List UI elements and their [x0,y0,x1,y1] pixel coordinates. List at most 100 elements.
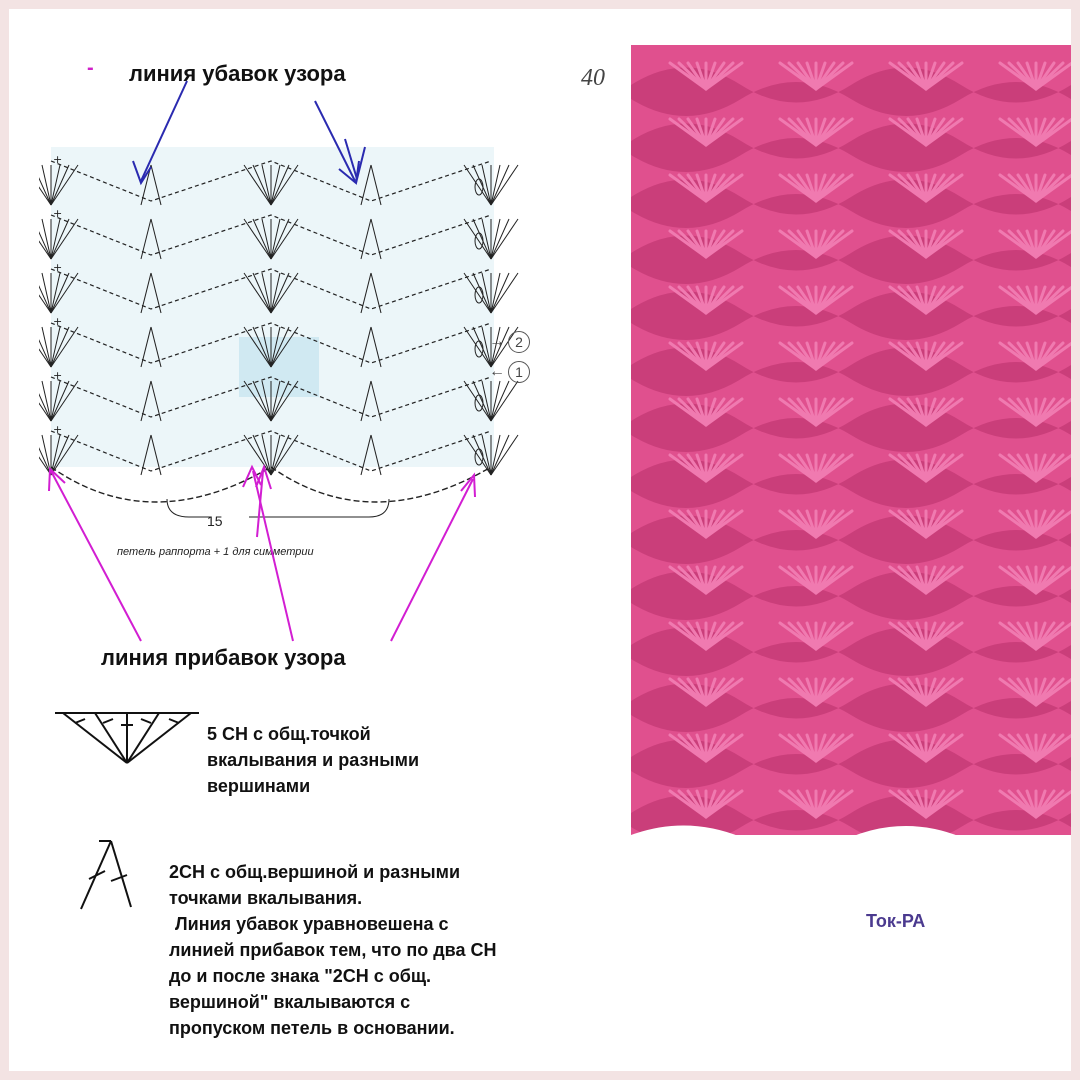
chart-fan-stitch [261,164,272,206]
chart-fan-stitch [39,393,52,422]
chart-fan-stitch [50,434,79,476]
swatch-wave-shadow [631,67,1071,116]
row-arrow-right-icon: → [489,333,505,350]
chart-fan-stitch [270,326,290,368]
chart-fan-stitch [463,434,492,476]
chart-fan-stitch [50,326,79,368]
chart-fan-stitch [252,218,272,260]
increase-arrows [48,464,476,642]
swatch-fan-strand [814,285,854,315]
chart-fan-stitch [472,380,492,422]
chart-fan-stitch [472,272,492,314]
chart-row-start: + [53,369,62,382]
row-number-circle: 1 [508,361,530,383]
swatch-fan-strand [704,173,744,203]
chart-fan-stitch [270,326,281,368]
swatch-fan-strand [704,229,744,259]
chart-fan-stitch [490,434,510,476]
swatch-fan-strand [704,285,744,315]
swatch-fan-strand [814,397,854,427]
fan-stitch-symbol-icon [55,712,199,764]
chart-fan-stitch [261,380,272,422]
swatch-fan-strand [1034,677,1071,707]
marker-dash: - [87,57,94,79]
swatch-fan-strand [1034,285,1071,315]
chart-row-line [50,322,492,364]
crochet-swatch-photo [631,45,1071,853]
swatch-wave-shadow [631,459,1071,508]
swatch-fan-strand [704,341,744,371]
chart-fan-stitch [490,218,519,260]
legend-line: вершиной" вкалываются с [169,992,411,1012]
chart-fan-stitch [472,326,492,368]
chart-chain [474,340,484,358]
swatch-fan-strand [924,341,964,371]
chart-fan-stitch [39,339,52,368]
swatch-fan-strand [704,789,744,819]
swatch-fan-strand [814,341,854,371]
swatch-fan-strand [924,229,964,259]
chart-cluster-stitch [140,326,152,368]
chart-fan-stitch [252,164,272,206]
chart-fan-stitch [50,326,70,368]
swatch-fan-strand [1034,733,1071,763]
chart-fan-stitch [463,326,492,368]
chart-fan-stitch [39,348,52,368]
swatch-fan-strand [1034,509,1071,539]
swatch-fan-strand [924,789,964,819]
chart-cluster-stitch [370,272,382,314]
chart-fan-stitch [243,380,272,422]
swatch-wave-shadow [631,179,1071,228]
chart-fan-stitch [490,218,510,260]
chart-fan-stitch [472,218,492,260]
chart-fan-stitch [243,218,272,260]
chart-fan-stitch [490,218,501,260]
chart-fan-stitch [41,218,52,260]
chart-fan-stitch [243,326,272,368]
chart-fan-stitch [243,434,272,476]
chart-row-line [50,430,492,472]
chart-cluster-stitch [150,218,162,260]
swatch-bottom-edge [631,825,1071,853]
chart-fan-stitch [270,164,290,206]
chart-cluster-stitch [370,380,382,422]
legend-line: точками вкалывания. [169,888,363,908]
swatch-fan-strand [704,509,744,539]
pattern-page: - линия убавок узора 40 ++++++ → 2 ← 1 1… [9,9,1071,1071]
chart-fan-stitch [490,164,510,206]
repeat-count: 15 [207,513,223,529]
chart-fan-stitch [50,272,70,314]
swatch-fan-strand [704,621,744,651]
legend-line: до и после знака "2СН с общ. [169,966,432,986]
chart-fan-stitch [490,272,501,314]
chart-fan-stitch [39,402,52,422]
chart-cluster-stitch [370,164,382,206]
chart-fan-stitch [50,164,79,206]
chart-fan-stitch [490,272,519,314]
swatch-fan-strand [1034,789,1071,819]
swatch-wave-shadow [631,123,1071,172]
chart-chain [474,286,484,304]
chart-fan-stitch [50,164,61,206]
chart-fan-stitch [463,380,492,422]
chart-row-start: + [53,153,62,166]
chart-fan-stitch [490,380,519,422]
swatch-wave-shadow [631,795,1071,844]
page-number: 40 [581,65,605,91]
chart-cluster-stitch [360,380,372,422]
swatch-fan-strand [1034,61,1071,91]
chart-chain [474,232,484,250]
chart-fan-stitch [243,164,272,206]
chart-fan-stitch [50,380,79,422]
repeat-caption: петель раппорта + 1 для симметрии [117,546,314,558]
chart-fan-stitch [481,272,492,314]
chart-fan-stitch [39,177,52,206]
swatch-fan-strand [814,565,854,595]
chart-cluster-stitch [360,326,372,368]
chart-cluster-stitch [370,434,382,476]
chart-cluster-stitch [140,218,152,260]
author-credit: Ток-РА [866,911,926,931]
chart-cluster-stitch [360,218,372,260]
swatch-wave-shadow [631,683,1071,732]
chart-fan-stitch [270,380,290,422]
